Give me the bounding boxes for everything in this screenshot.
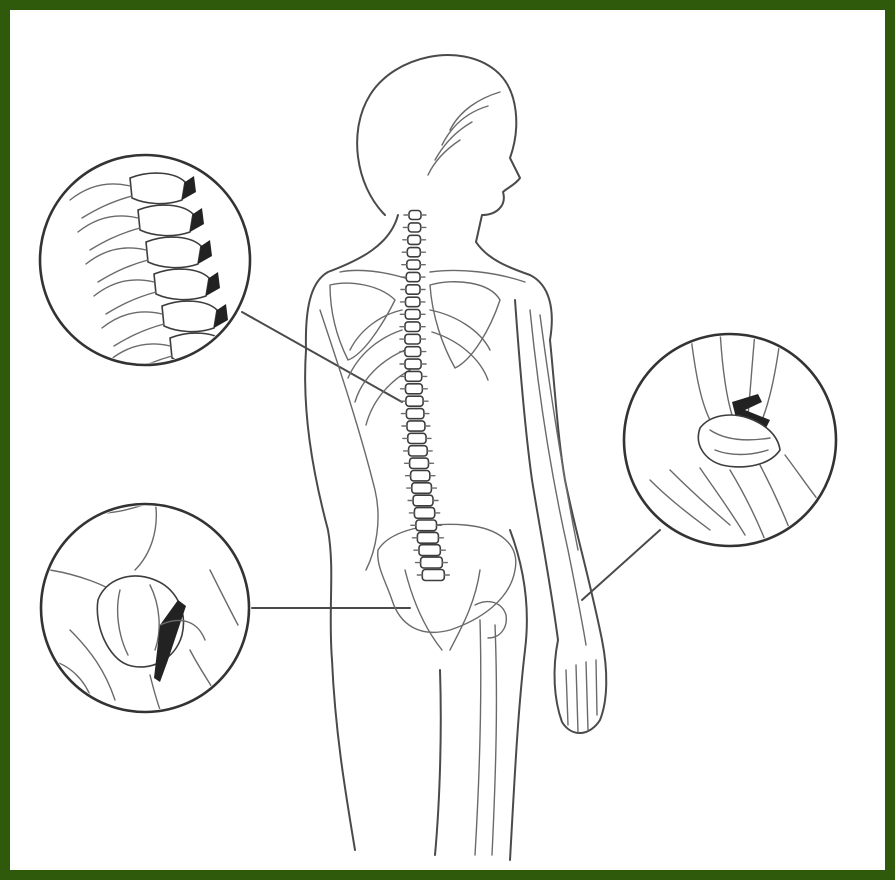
inset-vertebra-shadow xyxy=(222,336,236,360)
scapula-right xyxy=(430,282,500,368)
hair-strands xyxy=(428,92,500,175)
leg-inner xyxy=(435,670,441,855)
vertebra xyxy=(405,322,420,332)
spine-inset xyxy=(40,155,250,378)
scapula-left xyxy=(330,283,395,360)
vertebra xyxy=(413,495,433,506)
vertebra xyxy=(409,446,428,456)
hip-inset xyxy=(41,500,249,715)
inset-vertebra xyxy=(138,205,193,236)
vertebra xyxy=(410,458,429,468)
wrist-inset xyxy=(624,330,836,546)
vertebra xyxy=(421,557,443,568)
vertebra xyxy=(406,396,423,406)
body-figure xyxy=(305,55,606,860)
leg-femur xyxy=(475,620,496,855)
right-arm-outline xyxy=(550,340,602,640)
vertebra xyxy=(419,545,440,556)
vertebra xyxy=(405,334,420,344)
neck-shoulder-left xyxy=(306,215,398,350)
vertebra xyxy=(422,570,444,581)
head-outline xyxy=(357,55,520,242)
vertebra xyxy=(416,520,437,531)
vertebra xyxy=(406,285,420,294)
spine xyxy=(400,211,449,581)
vertebra xyxy=(406,409,424,419)
vertebra xyxy=(405,347,421,357)
vertebra xyxy=(405,371,422,381)
vertebra xyxy=(411,471,430,481)
vertebra xyxy=(408,433,426,443)
vertebra xyxy=(414,508,434,519)
hand-outline xyxy=(555,640,607,733)
vertebra xyxy=(409,211,421,220)
neck-shoulder-right xyxy=(476,242,552,340)
inset-vertebra xyxy=(130,173,185,204)
vertebra xyxy=(406,297,420,307)
vertebra xyxy=(405,359,421,369)
hand-fingers xyxy=(566,660,597,732)
torso-left-outline xyxy=(305,350,355,850)
vertebra xyxy=(417,532,438,543)
inset-vertebra xyxy=(162,301,217,332)
vertebra xyxy=(412,483,432,494)
vertebra xyxy=(408,223,420,232)
inset-vertebra xyxy=(146,237,201,268)
forearm-bones xyxy=(530,310,586,645)
vertebra xyxy=(408,235,421,244)
inset-vertebra xyxy=(154,269,209,300)
vertebra xyxy=(407,248,420,257)
illustration-frame xyxy=(10,10,885,870)
vertebra xyxy=(406,384,423,394)
wrist-leader-line xyxy=(582,530,660,600)
vertebra xyxy=(407,260,420,269)
anatomy-illustration xyxy=(10,10,885,870)
clavicle-lines xyxy=(340,270,525,282)
spine-leader-line xyxy=(242,312,402,402)
vertebra xyxy=(407,421,425,431)
vertebra xyxy=(406,272,420,281)
vertebra xyxy=(405,310,420,320)
